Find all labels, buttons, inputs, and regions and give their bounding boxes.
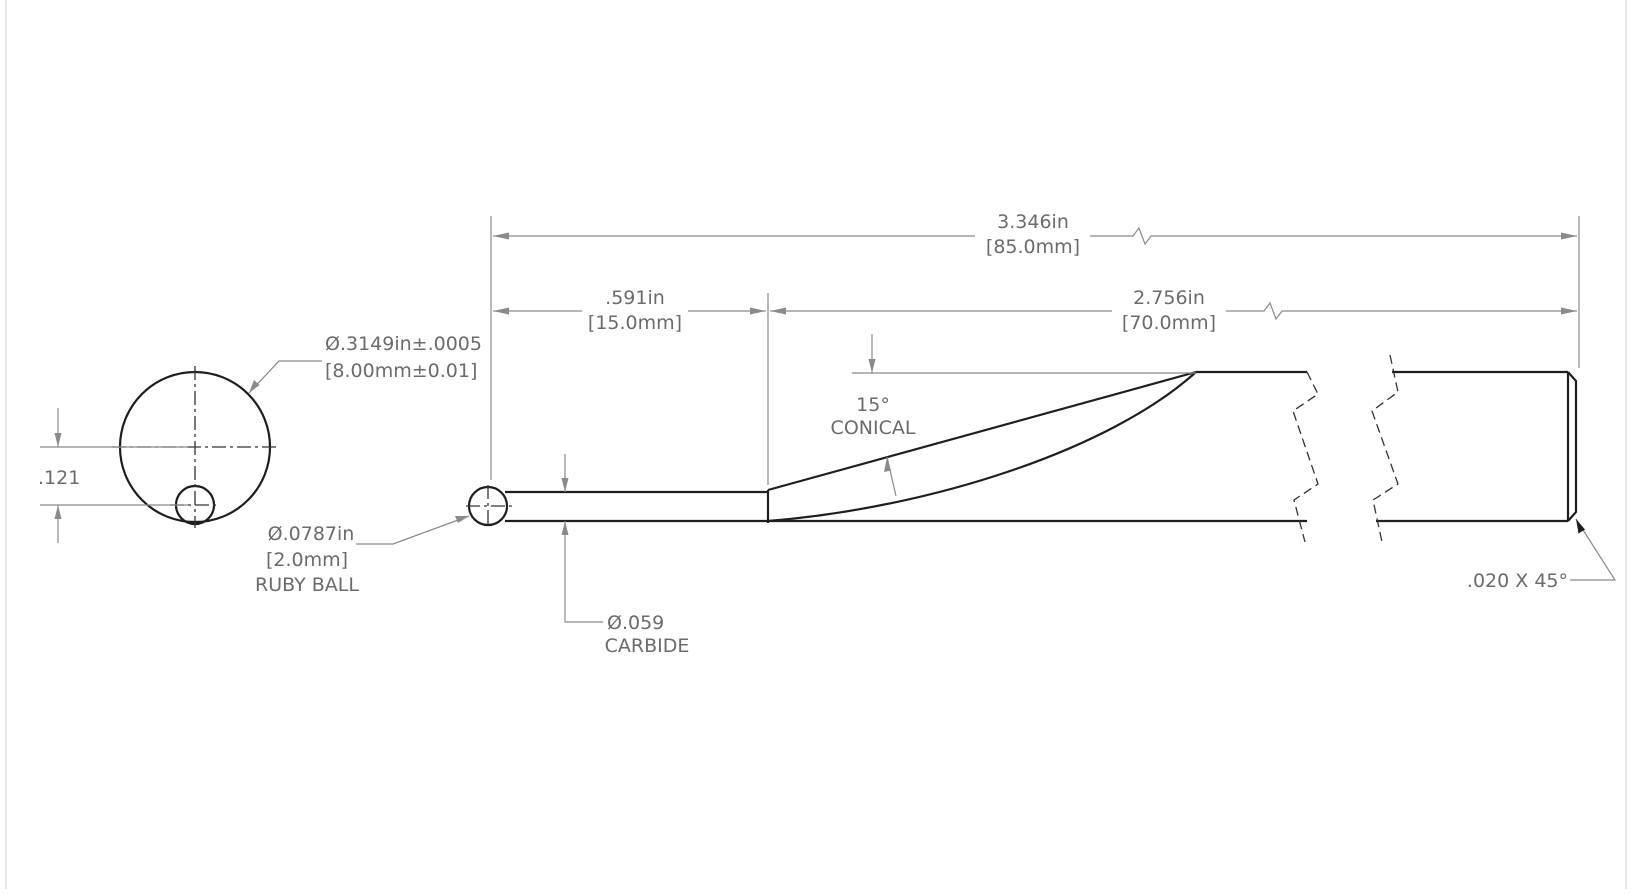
ruby-ball-leader — [356, 515, 470, 545]
cone-angle-arrow-top — [868, 359, 876, 373]
stem-diameter-dimension: Ø.059 CARBIDE — [561, 454, 690, 657]
overall-dimension-line-right — [1090, 226, 1577, 246]
side-view — [466, 354, 1578, 543]
body-arrow-right — [1561, 307, 1577, 315]
cone-top-generator — [767, 370, 1197, 492]
stem-leader-bottom — [564, 521, 603, 623]
ball-diameter-mm-label: [2.0mm] — [266, 549, 348, 571]
tip-arrow-right — [750, 307, 766, 315]
offset-arrow-top — [54, 433, 62, 447]
cone-angle-dimension: 15° CONICAL — [831, 334, 1196, 497]
break-line-left — [1292, 371, 1319, 543]
ruby-ball-leader-arrow — [455, 516, 469, 523]
ball-material-label: RUBY BALL — [255, 574, 359, 596]
body-arrow-left — [770, 307, 786, 315]
chamfer-leader-arrow — [1576, 519, 1585, 534]
overall-length-in-label: 3.346in — [997, 211, 1069, 233]
tip-length-dimension: .591in [15.0mm] — [493, 287, 766, 334]
chamfer-leader — [1570, 518, 1617, 581]
overall-length-dimension: 3.346in [85.0mm] — [493, 211, 1577, 258]
chamfer-callout: .020 X 45° — [1467, 518, 1617, 592]
offset-arrow-bottom — [54, 505, 62, 519]
body-length-in-label: 2.756in — [1133, 287, 1205, 309]
tip-length-in-label: .591in — [605, 287, 665, 309]
body-length-mm-label: [70.0mm] — [1122, 312, 1216, 334]
cone-angle-arrow-bottom — [884, 457, 891, 472]
tip-arrow-left — [493, 307, 509, 315]
ball-diameter-in-label: Ø.0787in — [268, 523, 355, 545]
stem-arrow-bottom — [561, 521, 569, 535]
stem-arrow-top — [561, 478, 569, 492]
end-diameter-mm-label: [8.00mm±0.01] — [325, 360, 477, 382]
body-length-dimension: 2.756in [70.0mm] — [770, 287, 1577, 334]
chamfer-label: .020 X 45° — [1467, 570, 1568, 592]
end-view: .121 Ø.3149in±.0005 [8.00mm±0.01] — [38, 333, 482, 543]
shank-end-face — [1567, 371, 1578, 522]
end-diameter-in-label: Ø.3149in±.0005 — [325, 333, 482, 355]
offset-label: .121 — [38, 467, 80, 489]
body-dimension-line-right — [1226, 301, 1577, 321]
break-line-right — [1371, 354, 1399, 543]
ruby-ball-callout: Ø.0787in [2.0mm] RUBY BALL — [255, 515, 470, 596]
end-view-diameter-callout: Ø.3149in±.0005 [8.00mm±0.01] — [248, 333, 482, 394]
stem-diameter-label: Ø.059 — [607, 612, 664, 634]
overall-arrow-left — [493, 232, 509, 240]
cone-intersection-curve — [767, 371, 1197, 523]
offset-dimension: .121 — [38, 408, 188, 543]
cone-type-label: CONICAL — [831, 417, 916, 439]
diameter-leader — [248, 360, 322, 394]
tip-length-mm-label: [15.0mm] — [588, 312, 682, 334]
overall-arrow-right — [1561, 232, 1577, 240]
cone-angle-label: 15° — [856, 394, 890, 416]
overall-length-mm-label: [85.0mm] — [986, 236, 1080, 258]
diameter-leader-arrow — [249, 380, 260, 393]
stem-material-label: CARBIDE — [605, 635, 690, 657]
